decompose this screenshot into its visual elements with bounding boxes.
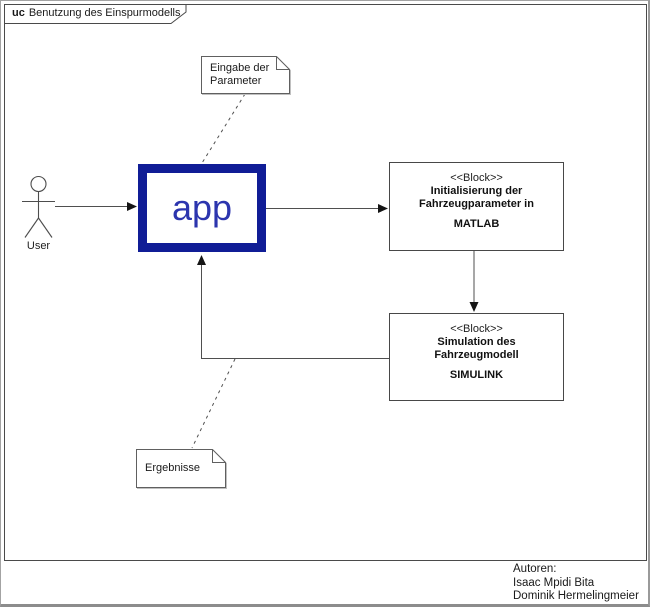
app-label: app — [171, 187, 233, 228]
block-simulink-line2: Fahrzeugmodell — [434, 349, 519, 361]
uml-frame-border — [4, 4, 647, 561]
block-simulink[interactable]: <<Block>> Simulation des Fahrzeugmodell … — [389, 313, 564, 401]
frame-title-text: Benutzung des Einspurmodells — [28, 7, 181, 19]
block-matlab-stereotype: <<Block>> — [450, 172, 503, 184]
block-matlab-line1: Initialisierung der — [430, 185, 523, 197]
note-shape — [201, 56, 290, 94]
block-simulink-name: SIMULINK — [449, 369, 504, 381]
author-name-2: Dominik Hermelingmeier — [513, 590, 639, 602]
app-node[interactable]: app — [138, 164, 266, 252]
actor-label: User — [26, 240, 51, 252]
block-matlab[interactable]: <<Block>> Initialisierung der Fahrzeugpa… — [389, 162, 564, 251]
block-matlab-name: MATLAB — [453, 218, 500, 230]
authors-heading: Autoren: — [513, 563, 557, 575]
note-results[interactable]: Ergebnisse — [136, 449, 226, 488]
block-matlab-line2: Fahrzeugparameter in — [419, 198, 534, 210]
frame-keyword: uc — [12, 7, 25, 19]
note-input-text: Eingabe der Parameter — [210, 62, 269, 88]
block-simulink-stereotype: <<Block>> — [450, 323, 503, 335]
author-name-1: Isaac Mpidi Bita — [513, 576, 595, 589]
note-shape — [136, 449, 226, 488]
note-input-line1: Eingabe der — [210, 62, 270, 74]
block-simulink-line1: Simulation des — [437, 336, 516, 348]
authors-caption: Autoren: Isaac Mpidi Bita Dominik Hermel… — [513, 563, 639, 604]
note-input-parameters[interactable]: Eingabe der Parameter — [201, 56, 290, 94]
note-input-line2: Parameter — [210, 75, 262, 87]
frame-label-pentagon — [5, 5, 187, 24]
note-results-text: Ergebnisse — [145, 462, 200, 475]
note-results-line1: Ergebnisse — [145, 462, 201, 474]
